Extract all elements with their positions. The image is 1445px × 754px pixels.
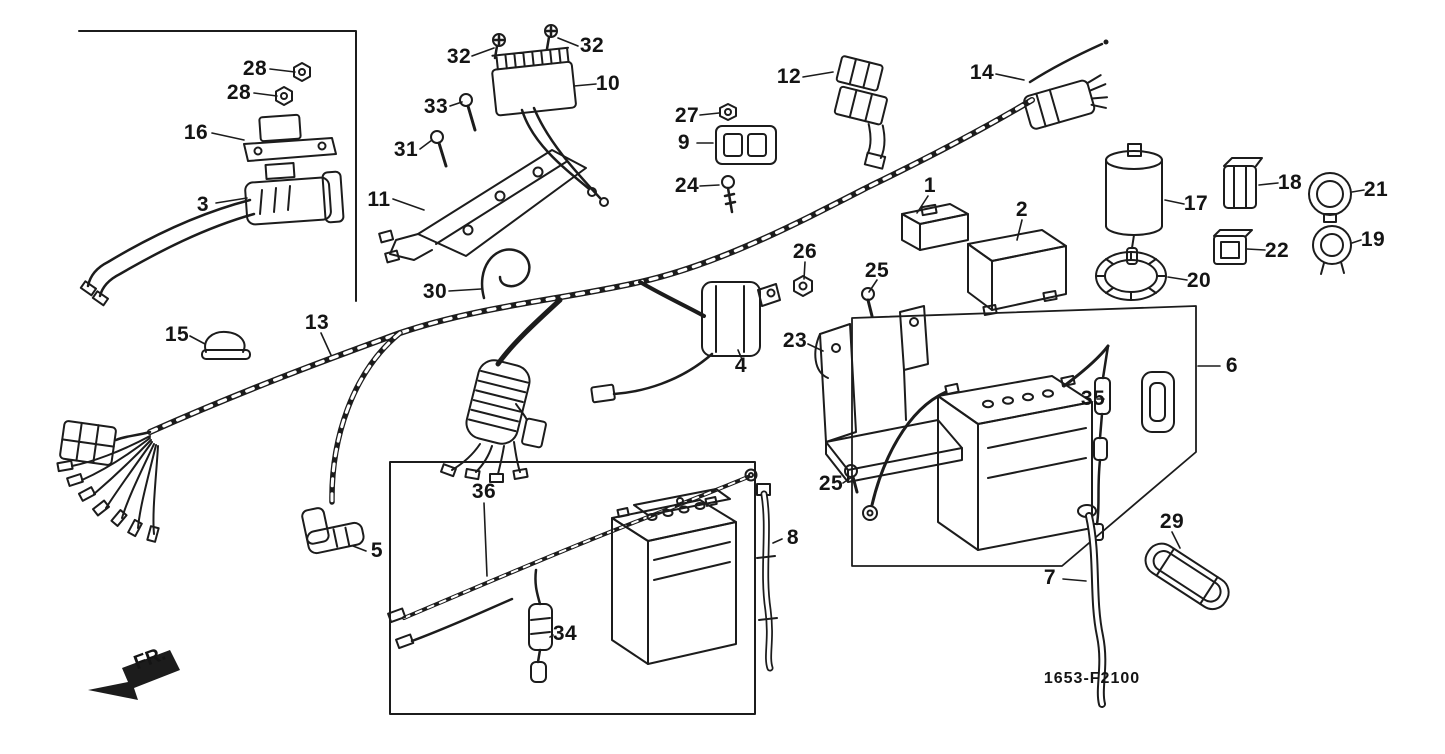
part-21-cap — [1308, 172, 1352, 223]
part-20-band — [1095, 251, 1167, 301]
part-callout-29: 29 — [1159, 510, 1185, 533]
part-callout-17: 17 — [1183, 192, 1209, 215]
part-callout-6: 6 — [1225, 354, 1239, 377]
part-19-cap — [1312, 225, 1352, 275]
part-36-sub-harness — [387, 468, 758, 650]
part-callout-32: 32 — [579, 34, 605, 57]
part-callout-25: 25 — [818, 472, 844, 495]
part-15-clamp — [201, 330, 251, 360]
part-callout-3: 3 — [196, 193, 210, 216]
bolt-24 — [721, 175, 737, 214]
part-callout-23: 23 — [782, 329, 808, 352]
part-35-inline-lead — [1090, 344, 1111, 541]
part-8-tube — [756, 483, 778, 672]
part-2-cdi-unit — [967, 229, 1067, 316]
part-callout-28: 28 — [242, 57, 268, 80]
inset-battery — [611, 488, 737, 665]
part-5-spark-plug-cap — [301, 507, 365, 555]
part-16-connector — [243, 113, 337, 162]
part-3-ignition-coil — [79, 162, 345, 307]
part-callout-22: 22 — [1264, 239, 1290, 262]
part-callout-28: 28 — [226, 81, 252, 104]
rubber-holder — [1141, 371, 1175, 433]
part-callout-27: 27 — [674, 104, 700, 127]
leader-lines — [189, 37, 1365, 638]
part-callout-30: 30 — [422, 280, 448, 303]
part-callout-25: 25 — [864, 259, 890, 282]
part-callout-14: 14 — [969, 61, 995, 84]
part-34-inline-fuse — [528, 568, 553, 683]
part-30-clamp — [481, 248, 531, 300]
inset-box-topleft — [78, 30, 357, 302]
part-callout-15: 15 — [164, 323, 190, 346]
part-callout-34: 34 — [552, 622, 578, 645]
part-callout-32: 32 — [446, 45, 472, 68]
battery — [862, 344, 1110, 551]
part-callout-8: 8 — [786, 526, 800, 549]
part-7-tube — [1077, 504, 1107, 708]
harness-round-connector — [439, 359, 547, 483]
part-callout-26: 26 — [792, 240, 818, 263]
part-9-unit — [715, 125, 777, 165]
part-callout-19: 19 — [1360, 228, 1386, 251]
nut-27 — [719, 103, 737, 121]
part-callout-21: 21 — [1363, 178, 1389, 201]
part-callout-9: 9 — [677, 131, 691, 154]
part-callout-5: 5 — [370, 539, 384, 562]
nut-26 — [793, 275, 813, 297]
part-14-lead-wire — [1023, 39, 1109, 130]
part-12-connector — [833, 55, 888, 170]
bolt-33 — [459, 93, 477, 132]
diagram-code: 1653-F2100 — [1043, 670, 1141, 687]
part-callout-11: 11 — [367, 188, 391, 211]
nut-28-a — [293, 62, 311, 82]
assembly-6-region-box — [851, 305, 1197, 567]
part-callout-4: 4 — [734, 354, 748, 377]
part-22-clip — [1213, 229, 1253, 265]
part-callout-20: 20 — [1186, 269, 1212, 292]
part-callout-36: 36 — [471, 480, 497, 503]
part-18-fuse — [1223, 157, 1263, 209]
bolt-31 — [430, 130, 448, 168]
part-callout-10: 10 — [595, 72, 621, 95]
nut-28-b — [275, 86, 293, 106]
part-callout-13: 13 — [304, 311, 330, 334]
front-direction-arrow — [88, 650, 180, 700]
bolt-32-a — [492, 33, 506, 60]
harness-connector-cluster — [56, 420, 160, 543]
part-29-strap — [1144, 542, 1230, 611]
bolt-32-b — [544, 24, 558, 51]
part-callout-2: 2 — [1015, 198, 1029, 221]
part-13-wire-harness — [147, 97, 1035, 505]
part-23-battery-tray — [814, 305, 963, 483]
part-callout-33: 33 — [423, 95, 449, 118]
part-callout-35: 35 — [1080, 387, 1106, 410]
part-callout-7: 7 — [1043, 566, 1057, 589]
part-17-condenser — [1105, 143, 1163, 265]
part-4-ignition-coil — [590, 281, 781, 404]
bolt-25-a — [861, 287, 875, 318]
part-callout-31: 31 — [393, 138, 419, 161]
part-callout-18: 18 — [1277, 171, 1303, 194]
part-callout-24: 24 — [674, 174, 700, 197]
part-1-fuse-box — [901, 203, 969, 251]
part-11-bracket — [378, 149, 587, 264]
part-callout-1: 1 — [923, 174, 937, 197]
part-callout-12: 12 — [776, 65, 802, 88]
part-callout-16: 16 — [183, 121, 209, 144]
part-10-regulator — [491, 46, 609, 207]
inset-box-bottom — [389, 461, 756, 715]
